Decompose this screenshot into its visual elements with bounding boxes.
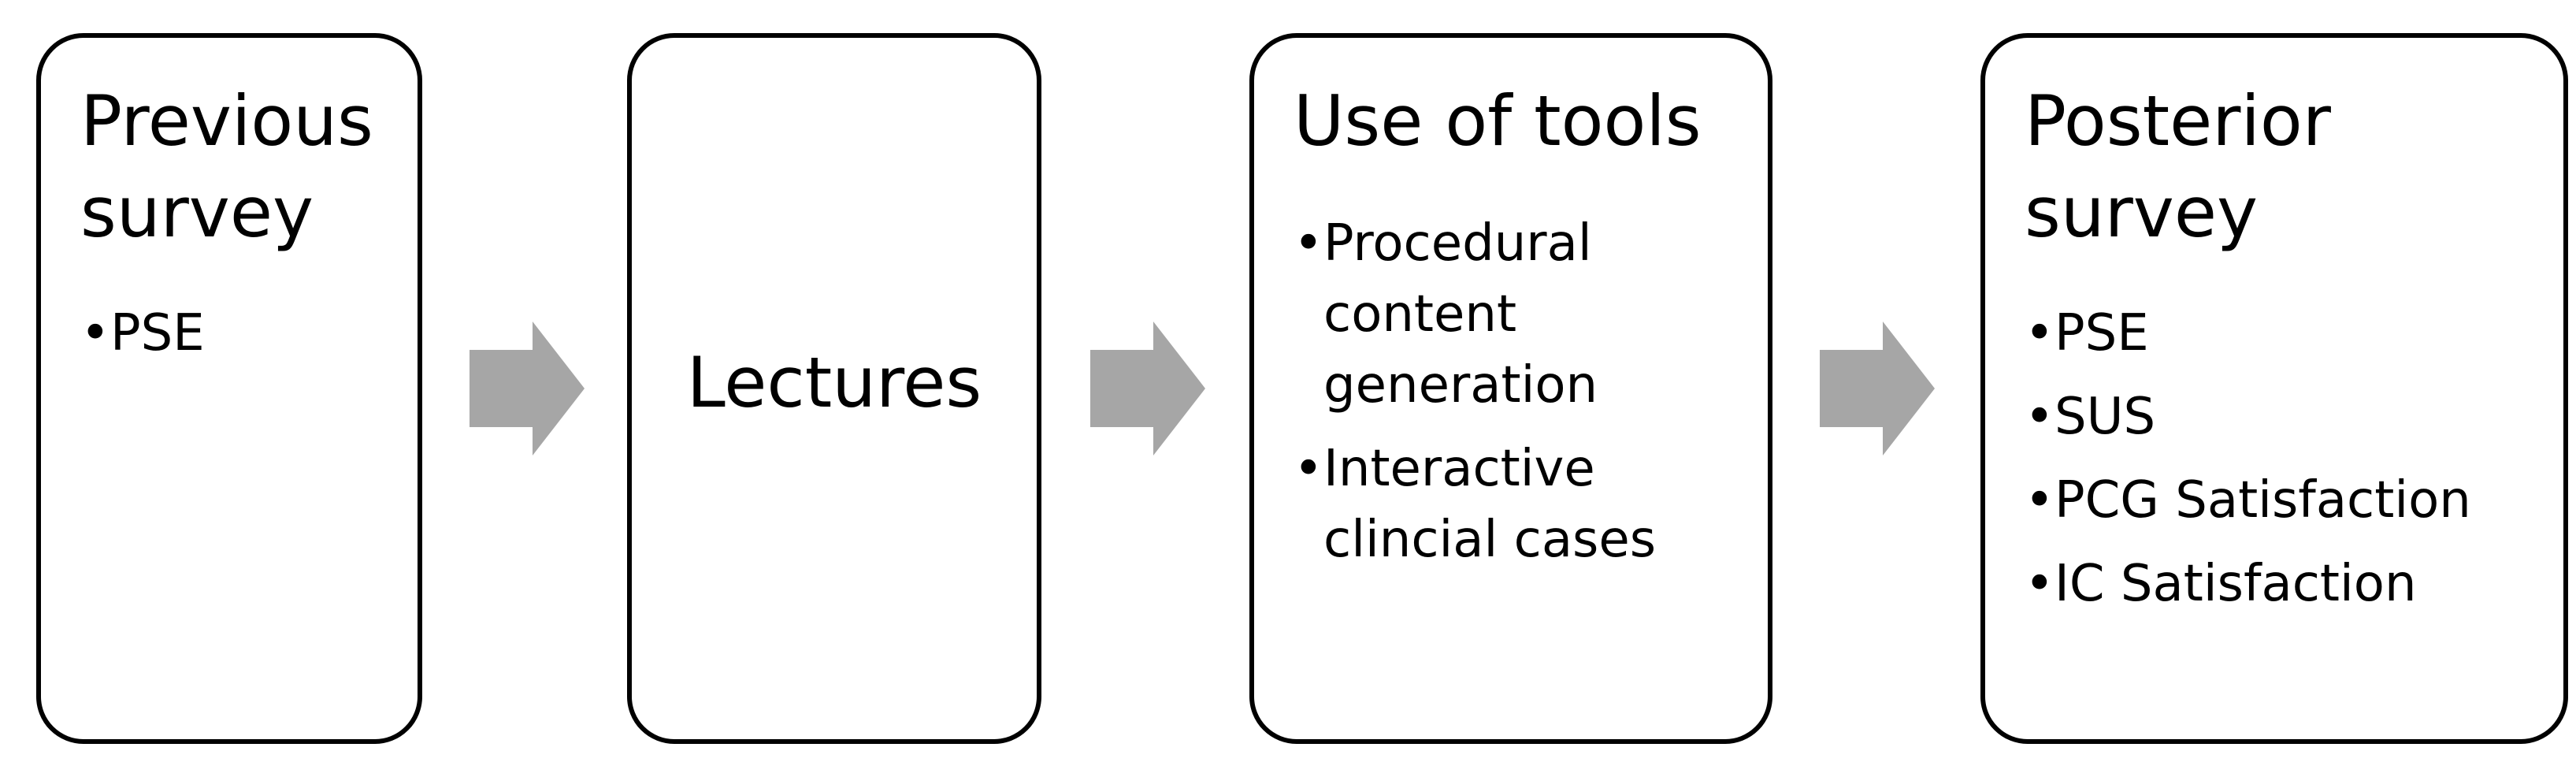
bullet-item: • Interactive clincial cases bbox=[1294, 433, 1760, 575]
bullet-item: • PCG Satisfaction bbox=[2025, 465, 2556, 536]
bullet-icon: • bbox=[2025, 555, 2054, 613]
bullet-item: • SUS bbox=[2025, 381, 2556, 452]
bullet-icon: • bbox=[80, 304, 110, 362]
bullet-text: PSE bbox=[2054, 304, 2149, 362]
bullet-text: IC Satisfaction bbox=[2054, 555, 2417, 613]
bullet-item: • PSE bbox=[80, 298, 410, 369]
stage-lectures: Lectures bbox=[627, 33, 1041, 744]
bullet-item: • PSE bbox=[2025, 298, 2556, 369]
bullet-text: Procedural content generation bbox=[1323, 214, 1598, 415]
right-arrow-icon bbox=[1090, 322, 1205, 455]
bullet-icon: • bbox=[1294, 440, 1323, 498]
stage-title: Use of tools bbox=[1294, 80, 1702, 162]
stage-use-of-tools: Use of tools • Procedural content genera… bbox=[1249, 33, 1772, 744]
bullet-list: • PSE bbox=[80, 298, 410, 381]
bullet-list: • PSE • SUS • PCG Satisfaction • IC Sati… bbox=[2025, 298, 2556, 632]
stage-title: Posterior survey bbox=[2025, 76, 2548, 258]
stage-title: Lectures bbox=[686, 342, 982, 423]
stage-title-line: Posterior survey bbox=[2025, 80, 2331, 253]
right-arrow-icon bbox=[470, 322, 585, 455]
right-arrow-icon bbox=[1820, 322, 1935, 455]
arrow-shape bbox=[1090, 322, 1205, 455]
stage-title: Previous survey bbox=[80, 76, 402, 258]
bullet-icon: • bbox=[2025, 304, 2054, 362]
bullet-text: Interactive clincial cases bbox=[1323, 440, 1657, 569]
stage-posterior-survey: Posterior survey • PSE • SUS • PCG Satis… bbox=[1980, 33, 2568, 744]
bullet-icon: • bbox=[2025, 388, 2054, 446]
bullet-text: PCG Satisfaction bbox=[2054, 471, 2471, 530]
arrow-shape bbox=[1820, 322, 1935, 455]
bullet-item: • Procedural content generation bbox=[1294, 208, 1760, 421]
arrow-shape bbox=[470, 322, 585, 455]
stage-previous-survey: Previous survey • PSE bbox=[36, 33, 422, 744]
bullet-icon: • bbox=[1294, 214, 1323, 273]
bullet-icon: • bbox=[2025, 471, 2054, 530]
stage-title-line: Previous survey bbox=[80, 80, 373, 253]
bullet-item: • IC Satisfaction bbox=[2025, 548, 2556, 619]
bullet-text: PSE bbox=[110, 304, 205, 362]
bullet-text: SUS bbox=[2054, 388, 2156, 446]
bullet-list: • Procedural content generation • Intera… bbox=[1294, 208, 1760, 588]
